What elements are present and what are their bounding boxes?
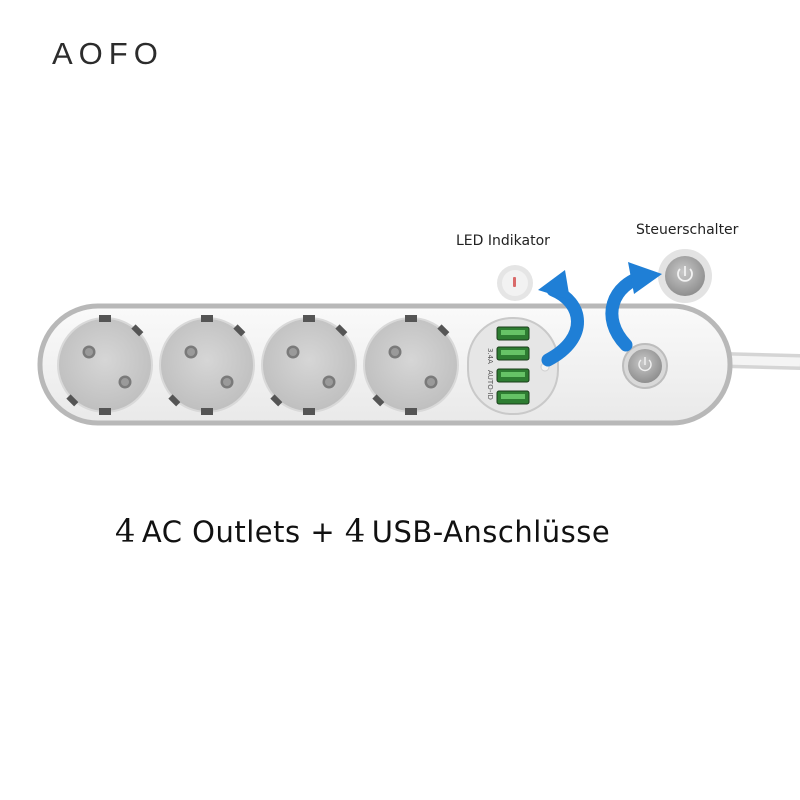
power-cable — [717, 352, 800, 370]
usb-panel-label-2: AUTO-ID — [486, 370, 494, 400]
usb-count: 4 — [344, 512, 366, 550]
usb-panel: 3.4A AUTO-ID — [467, 317, 559, 415]
arrow-icon — [538, 270, 584, 367]
ac-outlet — [159, 315, 255, 415]
arrow-icon — [605, 262, 662, 352]
ac-text: AC Outlets + — [141, 515, 336, 549]
usb-text: USB-Anschlüsse — [371, 515, 611, 549]
brand-logo: AOFO — [52, 36, 164, 71]
led-indicator-label: LED Indikator — [456, 233, 550, 249]
power-switch-button — [622, 343, 668, 389]
led-indicator-zoom — [497, 265, 533, 301]
control-switch-label: Steuerschalter — [636, 222, 739, 238]
ac-outlet — [57, 315, 153, 415]
ac-outlet — [363, 315, 459, 415]
ac-count: 4 — [115, 512, 136, 550]
power-switch-zoom — [658, 249, 712, 303]
usb-panel-label: 3.4A — [486, 348, 494, 364]
ac-outlet — [261, 315, 357, 415]
